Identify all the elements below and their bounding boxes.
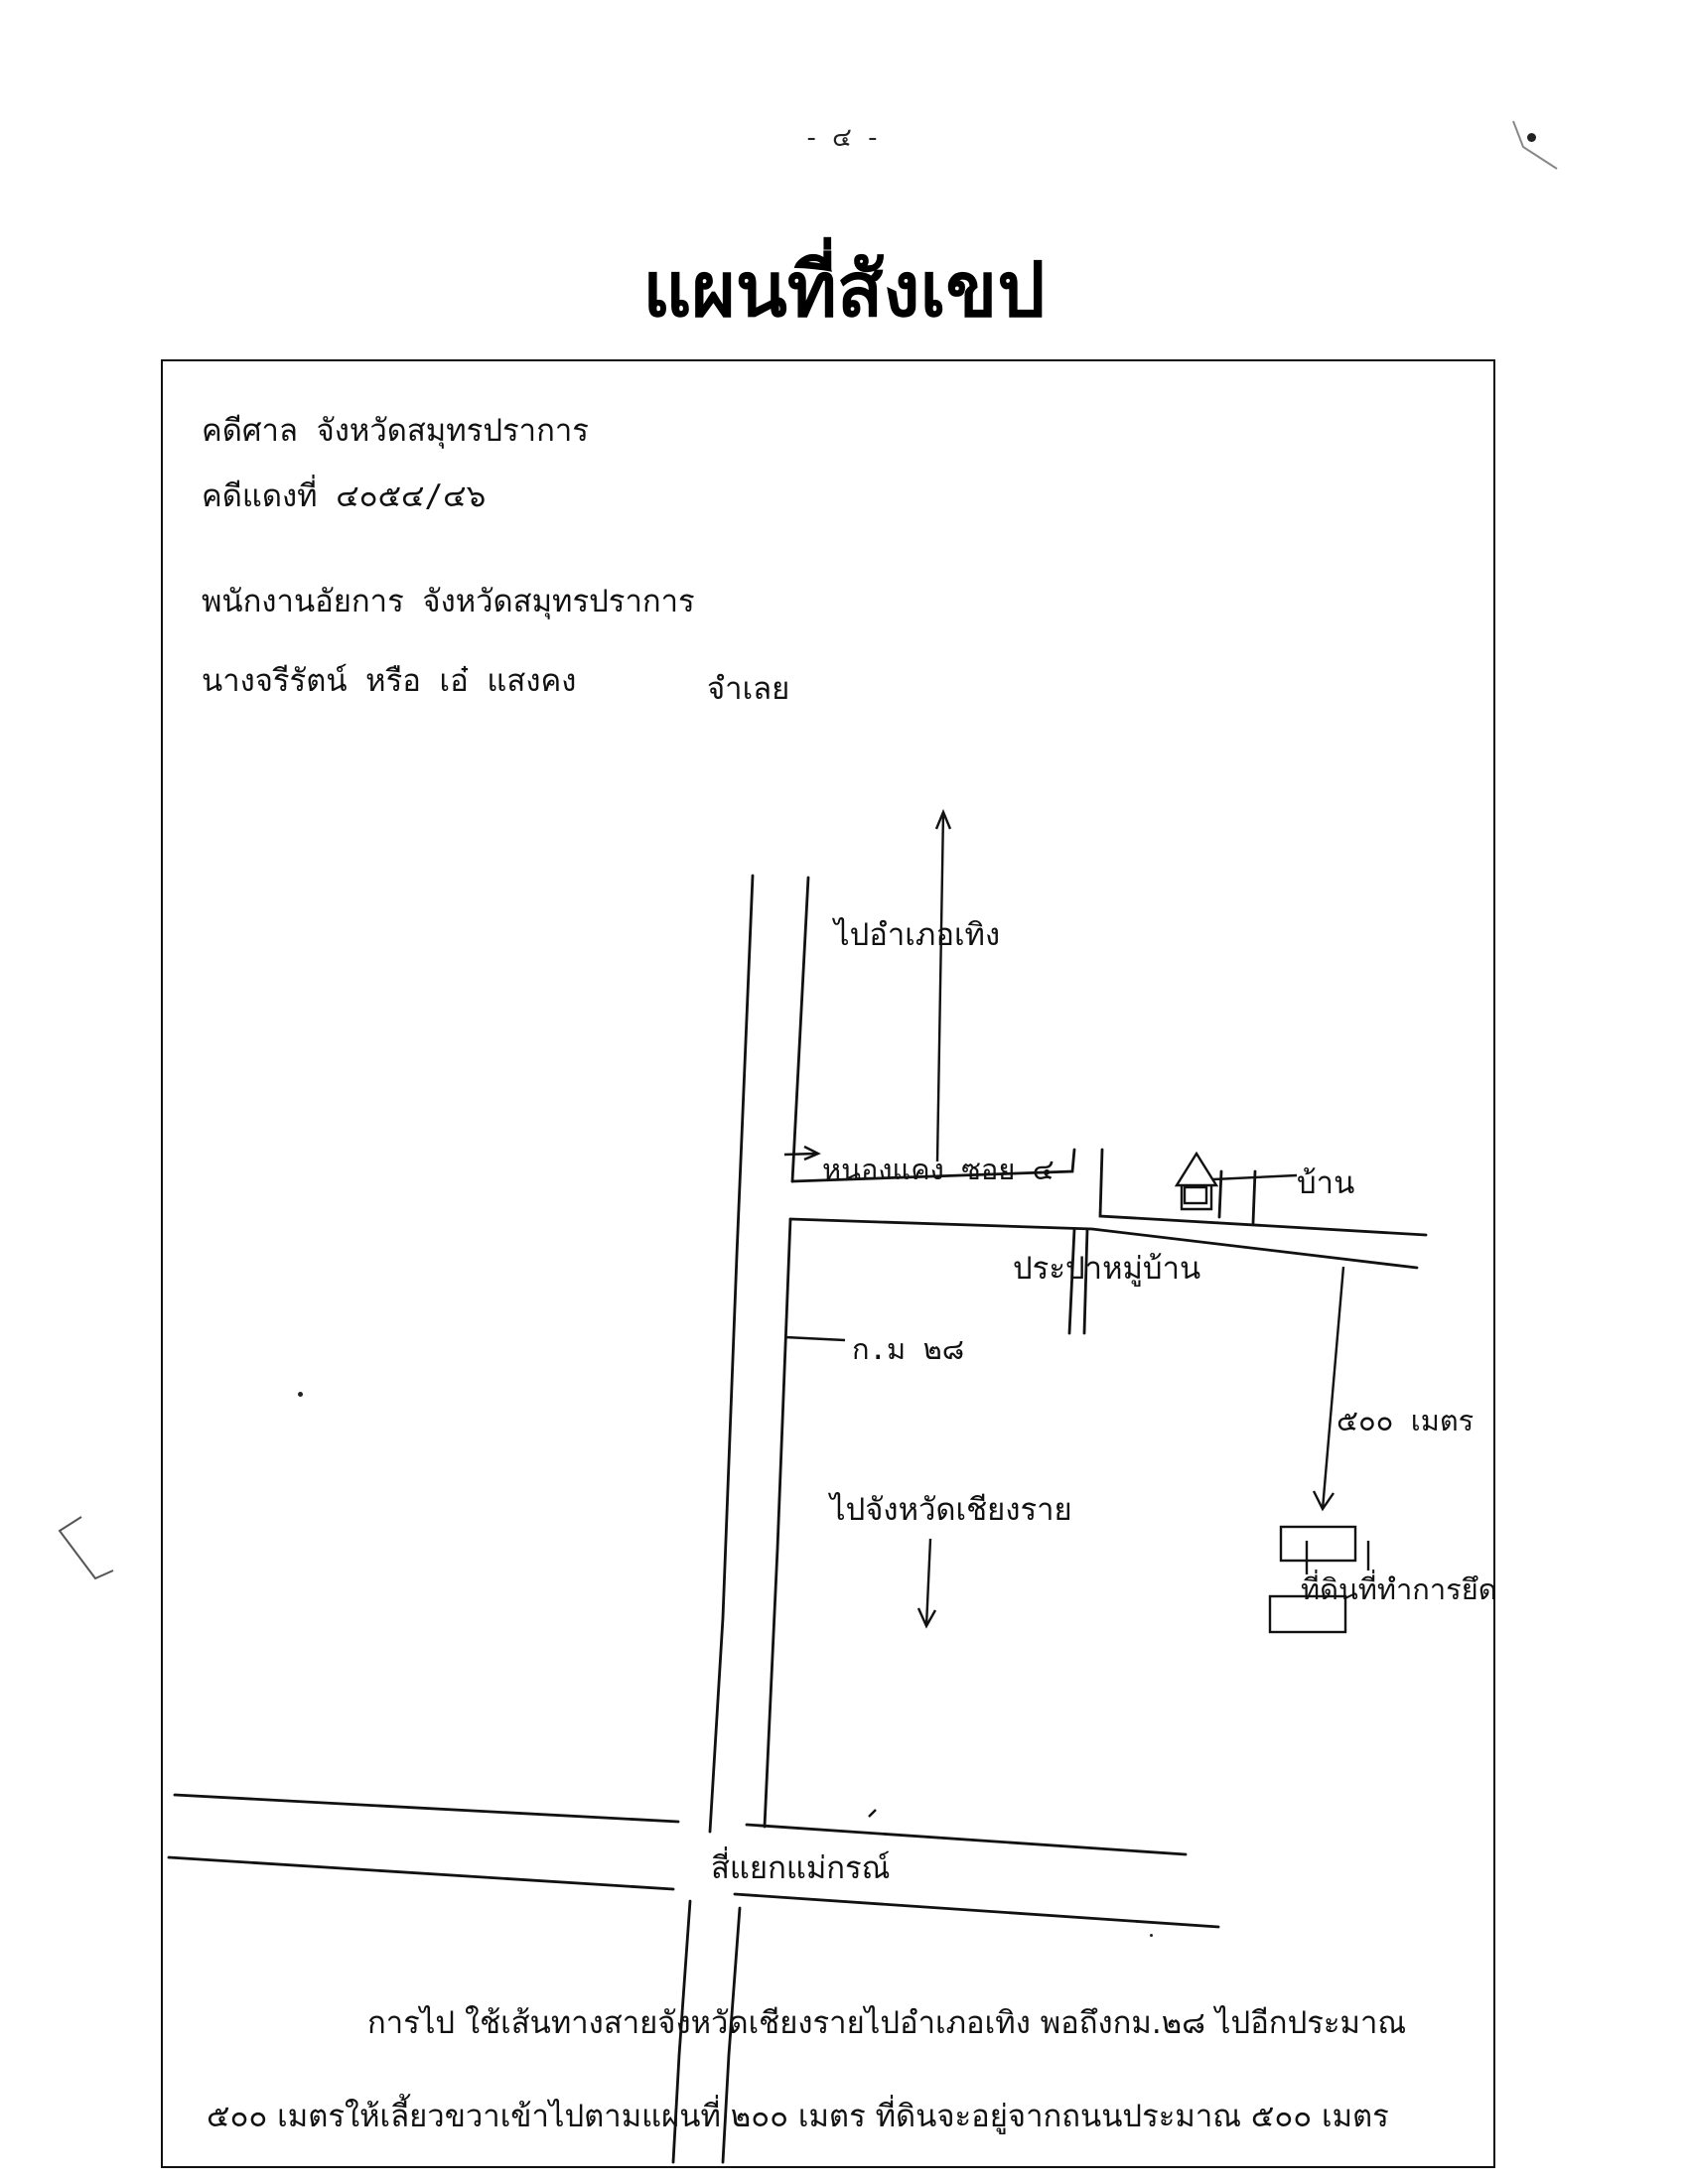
scan-speck bbox=[298, 1392, 303, 1397]
scan-speck bbox=[1150, 1934, 1153, 1937]
house-icon bbox=[1174, 1151, 1219, 1211]
crossroad-bottom-edge bbox=[167, 1855, 675, 1891]
label-intersection: สี่แยกแม่กรณ์ bbox=[711, 1850, 891, 1886]
label-to-thoeng: ไปอำเภอเทิง bbox=[834, 917, 1001, 953]
map-frame bbox=[161, 359, 1495, 2168]
court-line: คดีศาล จังหวัดสมุทรปราการ bbox=[202, 413, 589, 449]
page-title: แผนที่สังเขป bbox=[642, 245, 1046, 334]
directions-line-2: ๕๐๐ เมตรให้เลี้ยวขวาเข้าไปตามแผนที่ ๒๐๐ … bbox=[207, 2099, 1389, 2134]
main-road-right-edge bbox=[790, 876, 810, 1183]
seized-land-parcels bbox=[1268, 1525, 1370, 1634]
label-house: บ้าน bbox=[1297, 1165, 1355, 1201]
label-village-pump: ประปาหมู่บ้าน bbox=[1013, 1251, 1201, 1287]
label-soi: หนองแคง ซอย ๔ bbox=[822, 1153, 1055, 1186]
arrow-to-thoeng bbox=[935, 811, 945, 1162]
scan-speck bbox=[1527, 133, 1536, 142]
label-km-marker: ก.ม ๒๘ bbox=[852, 1332, 965, 1366]
plaintiff-line: พนักงานอัยการ จังหวัดสมุทรปราการ bbox=[202, 584, 695, 619]
label-to-chiangrai: ไปจังหวัดเชียงราย bbox=[830, 1492, 1072, 1528]
soi-road-top-edge bbox=[790, 1148, 1076, 1183]
directions-line-1: การไป ใช้เส้นทางสายจังหวัดเชียงรายไปอำเภ… bbox=[367, 2005, 1407, 2041]
crossroad-top-edge bbox=[173, 1793, 680, 1824]
label-distance: ๕๐๐ เมตร bbox=[1336, 1404, 1475, 1437]
label-seized-land: ที่ดินที่ทำการยึด bbox=[1301, 1572, 1497, 1606]
arrow-distance bbox=[1321, 1266, 1345, 1510]
defendant-role: จำเลย bbox=[707, 671, 790, 707]
case-number: คดีแดงที่ ๔๐๕๔/๔๖ bbox=[202, 478, 487, 514]
arrow-to-chiangrai bbox=[924, 1538, 932, 1627]
main-road-left-edge bbox=[708, 874, 755, 1834]
defendant-name: นางจรีรัตน์ หรือ เอ๋ แสงคง bbox=[202, 663, 577, 699]
arrow-into-soi bbox=[783, 1152, 817, 1157]
soi-road-bottom-edge bbox=[788, 1217, 1419, 1270]
page-number: - ๔ - bbox=[806, 123, 882, 153]
